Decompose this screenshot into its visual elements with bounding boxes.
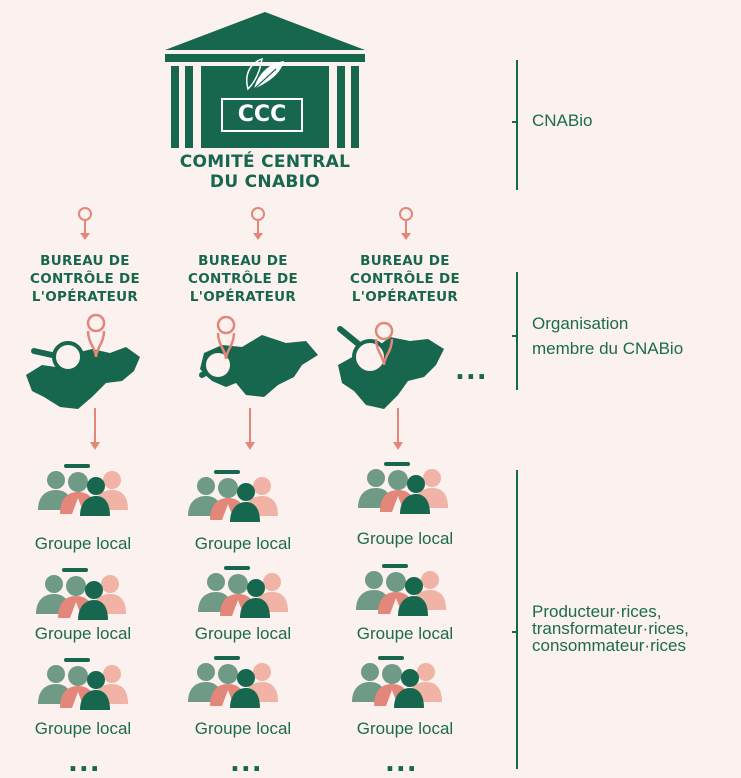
location-pin-icon [86, 313, 106, 358]
bureau-to-group-arrows [90, 408, 403, 450]
bureau-title-3: BUREAU DE CONTRÔLE DE L'OPÉRATEUR [330, 252, 480, 306]
ccc-logo-text: CCC [237, 102, 287, 127]
group-ellipsis-2: ... [230, 748, 263, 778]
people-group-icon [356, 564, 446, 616]
group-label-3-3: Groupe local [356, 719, 454, 738]
group-label-1-3: Groupe local [34, 719, 132, 738]
group-ellipsis-3: ... [385, 748, 418, 778]
central-title-line1: COMITÉ CENTRAL [179, 152, 351, 172]
people-group-icon [352, 656, 442, 708]
group-label-2-2: Groupe local [194, 624, 292, 643]
map-search-icon [337, 321, 444, 409]
group-ellipsis-1: ... [68, 748, 101, 778]
bureau-2-line2: CONTRÔLE DE [187, 271, 298, 287]
people-group-icon [198, 566, 288, 618]
producers-line1: Producteur·rices, [532, 602, 662, 621]
distribution-connector [0, 207, 520, 240]
connector-node-3 [399, 207, 413, 240]
organisation-line1: Organisation [532, 314, 629, 333]
bureau-2-line1: BUREAU DE [198, 253, 288, 269]
level-label-organisation: Organisation membre du CNABio [532, 314, 683, 358]
bureau-1-line2: CONTRÔLE DE [29, 271, 140, 287]
people-group-icon [38, 658, 128, 710]
bureau-3-line3: L'OPÉRATEUR [351, 289, 459, 305]
group-label-3-1: Groupe local [356, 529, 454, 548]
people-group-icon [188, 656, 278, 708]
group-label-2-3: Groupe local [194, 719, 292, 738]
connector-node-1 [78, 207, 92, 240]
level-label-cnabio: CNABio [532, 111, 593, 130]
leaf-icon [246, 57, 284, 91]
bureau-3-line1: BUREAU DE [360, 253, 450, 269]
producers-line2: transformateur·rices, [532, 619, 689, 638]
bureau-1-line3: L'OPÉRATEUR [31, 289, 139, 305]
central-committee-title: COMITÉ CENTRAL DU CNABIO [130, 152, 400, 192]
producers-line3: consommateur·rices [532, 636, 686, 655]
level-label-producers: Producteur·rices, transformateur·rices, … [532, 603, 689, 654]
bureau-3-line2: CONTRÔLE DE [349, 271, 460, 287]
connector-node-2 [251, 207, 265, 240]
central-title-line2: DU CNABIO [209, 172, 321, 192]
organisation-line2: membre du CNABio [532, 339, 684, 358]
bureau-2-line3: L'OPÉRATEUR [189, 289, 297, 305]
bureau-title-2: BUREAU DE CONTRÔLE DE L'OPÉRATEUR [168, 252, 318, 306]
map-search-icon [199, 315, 318, 397]
people-group-icon [38, 464, 128, 516]
bureau-1-line1: BUREAU DE [40, 253, 130, 269]
ccc-logo-box: CCC [221, 98, 303, 132]
bureau-ellipsis: ... [455, 356, 488, 386]
people-group-icon [36, 568, 126, 620]
people-group-icon [358, 462, 448, 514]
people-group-icon [188, 470, 278, 522]
level-brackets [512, 60, 518, 769]
map-search-icon [26, 313, 140, 409]
group-label-3-2: Groupe local [356, 624, 454, 643]
group-label-1-2: Groupe local [34, 624, 132, 643]
bureau-title-1: BUREAU DE CONTRÔLE DE L'OPÉRATEUR [10, 252, 160, 306]
group-label-1-1: Groupe local [34, 534, 132, 553]
group-label-2-1: Groupe local [194, 534, 292, 553]
